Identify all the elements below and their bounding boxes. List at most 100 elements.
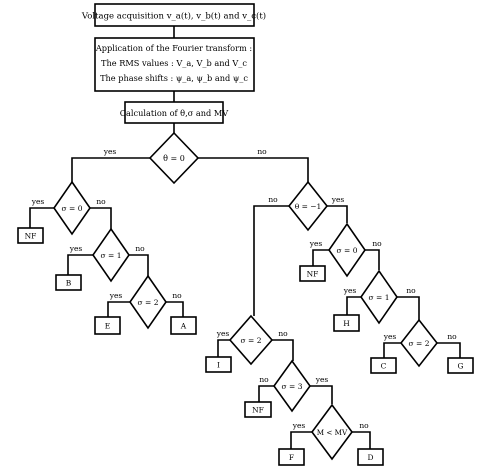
result-label: A <box>180 322 187 331</box>
decision-theta-zero: θ = 0 <box>148 131 200 185</box>
decision-sigma-two-right: σ = 2 <box>399 318 439 368</box>
result-label: E <box>105 322 110 331</box>
decision-label: σ = 2 <box>241 336 262 345</box>
decision-sigma-zero-left: σ = 0 <box>53 180 91 236</box>
process-acquisition: Voltage acquisition v_a(t), v_b(t) and v… <box>81 3 266 27</box>
result-label: H <box>343 319 350 328</box>
decision-label: σ = 1 <box>101 251 122 260</box>
decision-label: σ = 3 <box>282 382 303 391</box>
yes-label: yes <box>343 286 357 295</box>
decision-sigma-one-right: σ = 1 <box>360 269 398 325</box>
decision-label: θ = −1 <box>295 202 322 211</box>
decision-m-less-mv: M < MV <box>311 403 353 461</box>
result-i: I <box>205 356 232 373</box>
connector <box>397 296 420 320</box>
result-b: B <box>55 274 82 291</box>
yes-label: yes <box>309 239 323 248</box>
fourier-phase-text: The phase shifts : ψ_a, ψ_b and ψ_c <box>100 73 248 83</box>
no-label: no <box>172 291 182 300</box>
result-c: C <box>370 357 397 374</box>
decision-label: θ = 0 <box>163 154 185 163</box>
result-a: A <box>170 316 197 335</box>
connectors <box>29 26 461 449</box>
result-nf-3: NF <box>299 265 326 282</box>
no-label: no <box>372 239 382 248</box>
decision-theta-minus-one: θ = −1 <box>287 180 329 232</box>
result-label: C <box>381 362 387 371</box>
result-label: F <box>289 453 294 462</box>
yes-label: yes <box>31 197 45 206</box>
no-label: no <box>268 195 278 204</box>
result-nf-1: NF <box>17 227 44 244</box>
connector <box>71 157 150 182</box>
connector <box>312 249 329 266</box>
connector <box>67 254 93 275</box>
connector <box>310 385 333 404</box>
decision-sigma-three-mid: σ = 3 <box>273 359 311 413</box>
result-label: NF <box>252 406 264 415</box>
connector <box>166 301 184 317</box>
result-label: NF <box>25 232 37 241</box>
yes-label: yes <box>292 421 306 430</box>
connector <box>198 157 309 182</box>
calculation-text: Calculation of θ,σ and MV <box>120 108 230 118</box>
branch-labels: yes no yes no yes no yes no no yes yes n… <box>31 147 457 430</box>
connector <box>365 249 380 270</box>
no-label: no <box>278 329 288 338</box>
process-fourier: Application of the Fourier transform : T… <box>94 37 255 92</box>
result-label: D <box>367 453 373 462</box>
fourier-title-text: Application of the Fourier transform : <box>95 43 252 53</box>
fourier-rms-text: The RMS values : V_a, V_b and V_c <box>101 58 247 68</box>
decision-label: M < MV <box>317 428 348 437</box>
connector <box>383 342 401 358</box>
connector <box>437 342 461 358</box>
decision-sigma-zero-right: σ = 0 <box>328 222 366 278</box>
no-label: no <box>96 197 106 206</box>
result-e: E <box>94 316 121 335</box>
connector <box>29 207 54 228</box>
result-label: I <box>217 361 220 370</box>
no-label: no <box>406 286 416 295</box>
connector <box>327 205 348 223</box>
connector <box>352 431 371 449</box>
connector <box>90 207 112 229</box>
yes-label: yes <box>69 244 83 253</box>
decision-label: σ = 2 <box>409 339 430 348</box>
yes-label: yes <box>315 375 329 384</box>
result-label: NF <box>307 270 319 279</box>
no-label: no <box>259 375 269 384</box>
decision-label: σ = 1 <box>369 293 390 302</box>
connector <box>217 339 230 357</box>
result-g: G <box>447 357 474 374</box>
decision-sigma-one-left: σ = 1 <box>92 227 130 283</box>
result-nf-2: NF <box>244 401 272 418</box>
result-label: B <box>66 279 72 288</box>
connector <box>346 296 361 315</box>
result-f: F <box>278 448 305 466</box>
connector <box>253 205 289 316</box>
no-label: no <box>447 332 457 341</box>
yes-label: yes <box>331 195 345 204</box>
yes-label: yes <box>103 147 117 156</box>
decision-label: σ = 0 <box>337 246 358 255</box>
connector <box>107 301 130 317</box>
decision-label: σ = 0 <box>62 204 83 213</box>
connector <box>272 339 294 361</box>
decision-sigma-two-left: σ = 2 <box>129 274 167 330</box>
connector <box>258 385 274 402</box>
no-label: no <box>257 147 267 156</box>
no-label: no <box>359 421 369 430</box>
result-d: D <box>357 448 384 466</box>
no-label: no <box>135 244 145 253</box>
connector <box>129 254 149 276</box>
yes-label: yes <box>383 332 397 341</box>
decision-label: σ = 2 <box>138 298 159 307</box>
yes-label: yes <box>109 291 123 300</box>
process-calculation: Calculation of θ,σ and MV <box>120 101 230 124</box>
yes-label: yes <box>216 329 230 338</box>
decision-sigma-two-mid: σ = 2 <box>228 314 274 366</box>
result-h: H <box>333 314 360 332</box>
acquisition-text: Voltage acquisition v_a(t), v_b(t) and v… <box>81 11 266 22</box>
result-label: G <box>458 362 464 371</box>
